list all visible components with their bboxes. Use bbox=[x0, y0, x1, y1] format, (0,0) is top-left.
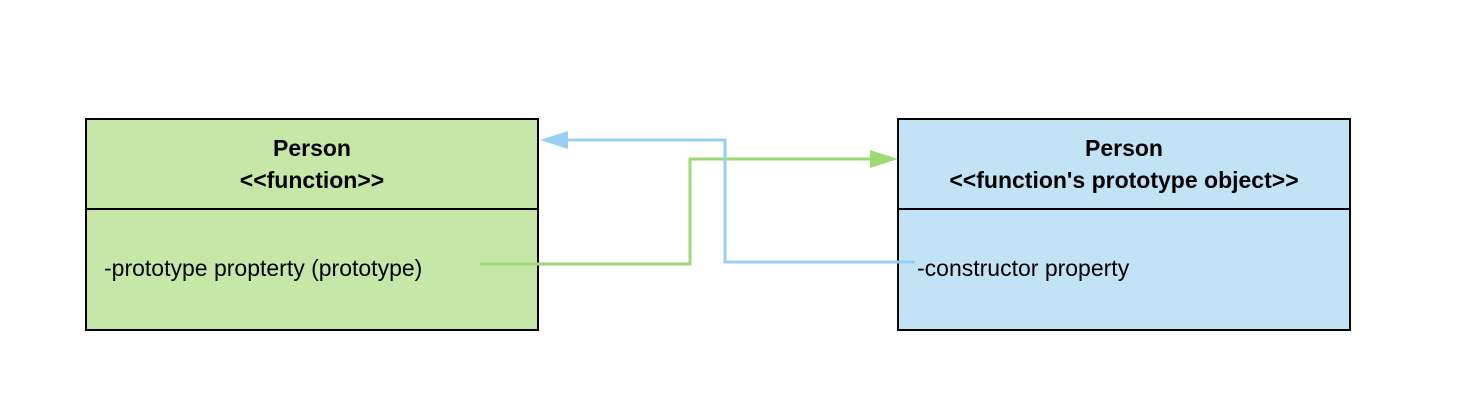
person-function-body: -prototype propterty (prototype) bbox=[87, 210, 537, 329]
person-function-header: Person <<function>> bbox=[87, 120, 537, 210]
constructor-connector-line bbox=[566, 138, 915, 264]
person-prototype-header: Person <<function's prototype object>> bbox=[899, 120, 1349, 210]
person-function-box[interactable]: Person <<function>> -prototype propterty… bbox=[85, 118, 539, 331]
person-prototype-body: -constructor property bbox=[899, 210, 1349, 329]
prototype-connector-line bbox=[480, 157, 872, 266]
person-prototype-stereotype: <<function's prototype object>> bbox=[949, 167, 1299, 193]
prototype-property-attribute: -prototype propterty (prototype) bbox=[104, 255, 423, 281]
person-prototype-title: Person bbox=[1085, 135, 1163, 161]
person-function-stereotype: <<function>> bbox=[239, 167, 385, 193]
prototype-connector-arrowhead bbox=[870, 150, 898, 168]
person-prototype-object-box[interactable]: Person <<function's prototype object>> -… bbox=[897, 118, 1351, 331]
constructor-connector-arrowhead bbox=[540, 131, 568, 149]
constructor-property-attribute: -constructor property bbox=[917, 255, 1130, 281]
person-function-title: Person bbox=[273, 135, 351, 161]
